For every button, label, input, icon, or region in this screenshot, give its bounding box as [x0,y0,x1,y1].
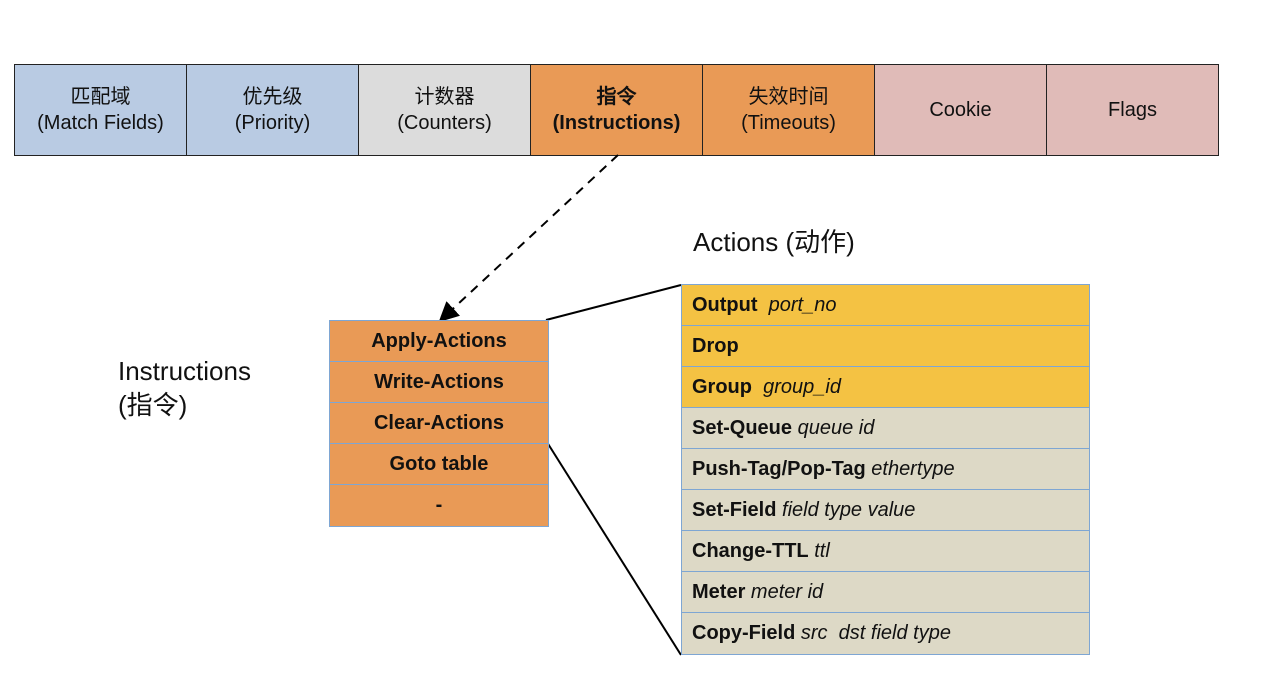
action-push-pop-tag: Push-Tag/Pop-Tag ethertype [682,449,1089,490]
field-flags: Flags [1047,65,1219,155]
action-output: Output port_no [682,285,1089,326]
action-name: Set-Queue [692,416,793,439]
action-name: Set-Field [692,498,777,521]
action-arg: field type value [776,498,916,521]
flow-entry-row: 匹配域 (Match Fields) 优先级 (Priority) 计数器 (C… [14,64,1219,156]
action-name: Push-Tag/Pop-Tag [692,457,866,480]
field-zh: 计数器 [414,86,475,108]
zoom-line-top [545,284,682,321]
actions-title: Actions (动作) [693,227,855,257]
dashed-arrow [438,154,619,323]
field-timeouts: 失效时间 (Timeouts) [703,65,875,155]
action-meter: Meter meter id [682,572,1089,613]
field-en: (Match Fields) [37,112,164,134]
field-zh: 失效时间 [748,86,829,108]
action-arg: src dst field type [795,622,951,644]
instructions-label: Instructions (指令) [118,355,251,423]
action-name: Drop [692,334,739,357]
actions-table: Output port_no Drop Group group_id Set-Q… [681,284,1090,655]
instructions-table: Apply-Actions Write-Actions Clear-Action… [329,320,549,527]
instruction-placeholder: - [435,494,443,516]
field-en: (Priority) [234,112,311,134]
action-drop: Drop [682,326,1089,367]
field-zh: 匹配域 [70,86,131,108]
field-zh: 指令 [596,86,637,108]
action-arg: group_id [752,375,841,398]
action-name: Output [692,293,758,316]
field-en: (Timeouts) [741,112,836,134]
action-name: Group [692,375,752,398]
action-change-ttl: Change-TTL ttl [682,531,1089,572]
action-set-queue: Set-Queue queue id [682,408,1089,449]
field-instructions: 指令 (Instructions) [531,65,703,155]
zoom-line-bottom [544,438,682,656]
instruction-clear-actions: Clear-Actions [330,403,548,444]
instruction-goto-table: Goto table [330,444,548,485]
field-priority: 优先级 (Priority) [187,65,359,155]
action-arg: port_no [757,293,837,316]
field-counters: 计数器 (Counters) [359,65,531,155]
instruction-apply-actions: Apply-Actions [330,321,548,362]
action-arg: meter id [745,580,824,603]
action-arg: queue id [792,416,875,439]
field-cookie: Cookie [875,65,1047,155]
instruction-write-actions: Write-Actions [330,362,548,403]
action-copy-field: Copy-Field src dst field type [682,613,1089,654]
action-arg: ethertype [865,457,955,480]
field-match-fields: 匹配域 (Match Fields) [15,65,187,155]
action-group: Group group_id [682,367,1089,408]
field-en: Cookie [929,99,992,121]
field-en: Flags [1108,99,1157,121]
action-arg: ttl [808,539,830,562]
action-name: Meter [692,580,746,603]
action-set-field: Set-Field field type value [682,490,1089,531]
instructions-label-zh: (指令) [118,389,188,420]
instructions-label-en: Instructions [118,356,251,386]
field-zh: 优先级 [242,86,303,108]
field-en: (Counters) [397,112,492,134]
action-name: Copy-Field [692,622,796,644]
field-en: (Instructions) [552,112,681,134]
action-name: Change-TTL [692,539,809,562]
